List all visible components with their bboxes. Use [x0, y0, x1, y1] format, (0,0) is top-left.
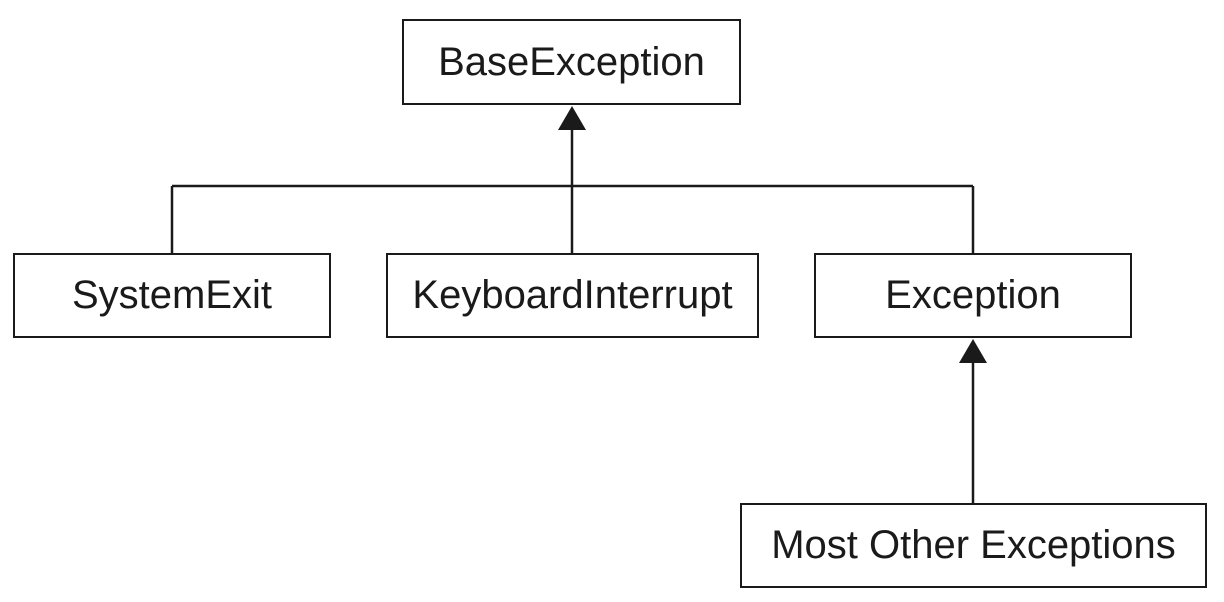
- system-exit-box: SystemExit: [13, 253, 331, 338]
- exception-box: Exception: [814, 253, 1132, 338]
- base-exception-arrowhead-icon: [558, 106, 586, 130]
- exception-arrowhead-icon: [959, 339, 987, 363]
- base-exception-box: BaseException: [402, 19, 741, 105]
- keyboard-interrupt-box: KeyboardInterrupt: [386, 253, 759, 338]
- most-other-exceptions-box: Most Other Exceptions: [740, 503, 1207, 588]
